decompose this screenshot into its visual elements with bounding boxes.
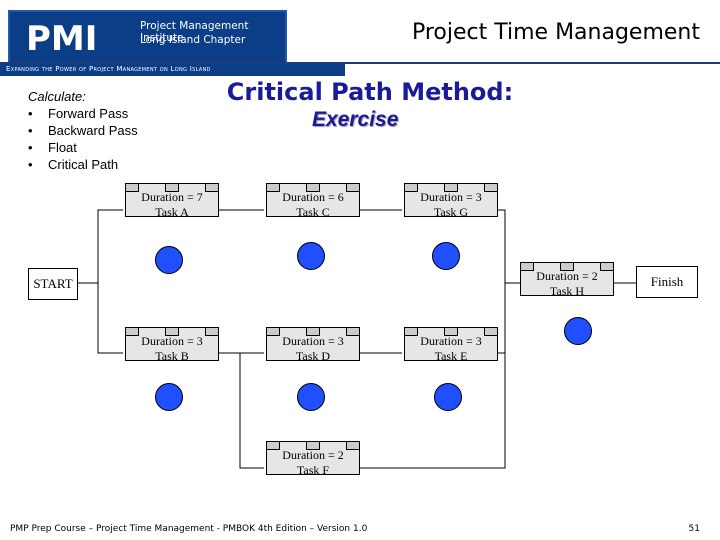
logo-line1: Project Management Institute <box>140 20 249 44</box>
calculate-heading: Calculate: <box>28 89 86 104</box>
footer-course: PMP Prep Course – Project Time Managemen… <box>10 524 368 534</box>
task-g-duration: Duration = 3 <box>420 190 482 204</box>
task-d-duration: Duration = 3 <box>282 334 344 348</box>
task-b-circle <box>155 383 183 411</box>
task-g-name: Task G <box>433 205 469 219</box>
logo-tagline: Expanding the Power of Project Managemen… <box>6 65 211 73</box>
task-b-name: Task B <box>155 349 189 363</box>
calc-item: Critical Path <box>28 156 138 173</box>
connector-f-h <box>358 353 506 469</box>
task-c-circle <box>297 242 325 270</box>
slide-subtitle: Critical Path Method: <box>226 78 514 106</box>
connector-g-h <box>496 209 520 284</box>
calculate-list: Calculate: Forward Pass Backward Pass Fl… <box>28 88 138 173</box>
task-a-name: Task A <box>155 205 189 219</box>
connector-start-a <box>75 209 123 284</box>
pmi-logo: PMI Project Management Institute Long Is… <box>8 10 287 64</box>
tagline-bar: Expanding the Power of Project Managemen… <box>0 64 345 76</box>
page-title: Project Time Management <box>411 20 700 45</box>
finish-node: Finish <box>636 266 698 298</box>
task-f-duration: Duration = 2 <box>282 448 344 462</box>
task-d-circle <box>297 383 325 411</box>
task-a-duration: Duration = 7 <box>141 190 203 204</box>
task-e-circle <box>434 383 462 411</box>
connector-start-b <box>97 283 123 354</box>
page-number: 51 <box>688 524 700 534</box>
task-h-circle <box>564 317 592 345</box>
task-f-name: Task F <box>296 463 330 477</box>
logo-line2: Long Island Chapter <box>140 34 246 46</box>
svg-text:PMI: PMI <box>26 19 97 59</box>
calc-item: Backward Pass <box>28 122 138 139</box>
slide-subtitle-exercise: Exercise <box>312 108 399 131</box>
task-e-duration: Duration = 3 <box>420 334 482 348</box>
task-b-duration: Duration = 3 <box>141 334 203 348</box>
header-divider <box>0 62 720 64</box>
pmi-logo-mark-icon: PMI <box>20 18 130 59</box>
task-c-duration: Duration = 6 <box>282 190 344 204</box>
task-g-circle <box>432 242 460 270</box>
start-node: START <box>28 268 78 300</box>
calc-item: Float <box>28 139 138 156</box>
task-e-name: Task E <box>434 349 468 363</box>
task-d-name: Task D <box>295 349 331 363</box>
task-a-circle <box>155 246 183 274</box>
calc-item: Forward Pass <box>28 105 138 122</box>
task-c-name: Task C <box>296 205 330 219</box>
task-h-duration: Duration = 2 <box>536 269 598 283</box>
task-h-name: Task H <box>549 284 585 298</box>
connector-b-f <box>239 353 264 469</box>
